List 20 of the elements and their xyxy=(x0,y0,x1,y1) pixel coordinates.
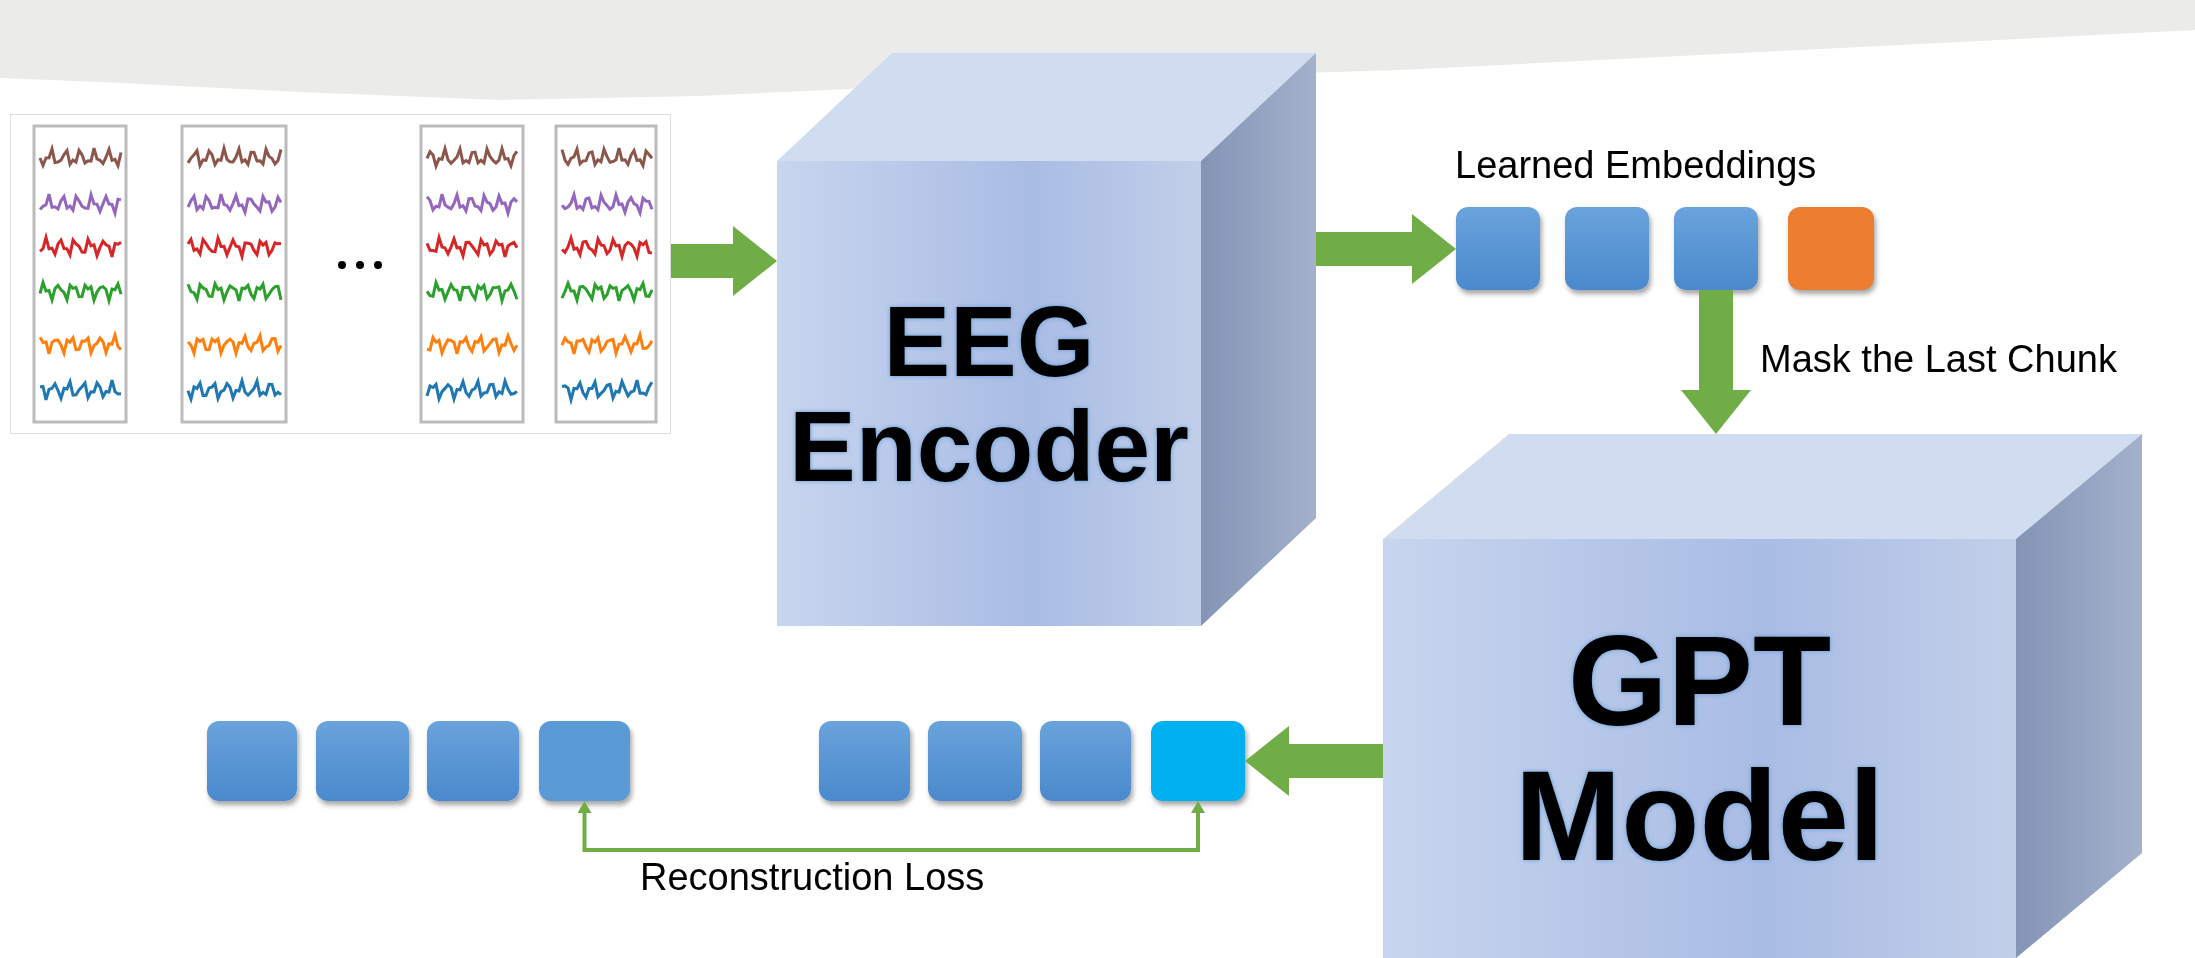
block-arrow xyxy=(671,226,777,296)
connector-arrow xyxy=(577,801,1205,852)
block-arrow xyxy=(1245,726,1383,796)
embedding-block xyxy=(539,721,630,801)
embedding-block xyxy=(928,721,1022,801)
cube-title: EEG Encoder xyxy=(787,288,1191,499)
block-arrow xyxy=(1316,214,1456,284)
embedding-block xyxy=(1456,207,1540,290)
embedding-block xyxy=(207,721,297,801)
embedding-block xyxy=(427,721,519,801)
embedding-block xyxy=(819,721,910,801)
embedding-block xyxy=(1040,721,1131,801)
embedding-block xyxy=(1788,207,1874,290)
cube-title: GPT Model xyxy=(1513,614,1886,883)
embedding-block xyxy=(316,721,409,801)
embedding-block xyxy=(1674,207,1758,290)
embedding-block xyxy=(1565,207,1649,290)
embedding-block xyxy=(1151,721,1245,801)
block-arrow xyxy=(1681,290,1751,434)
section-heading: Learned Embeddings xyxy=(1455,146,1817,184)
